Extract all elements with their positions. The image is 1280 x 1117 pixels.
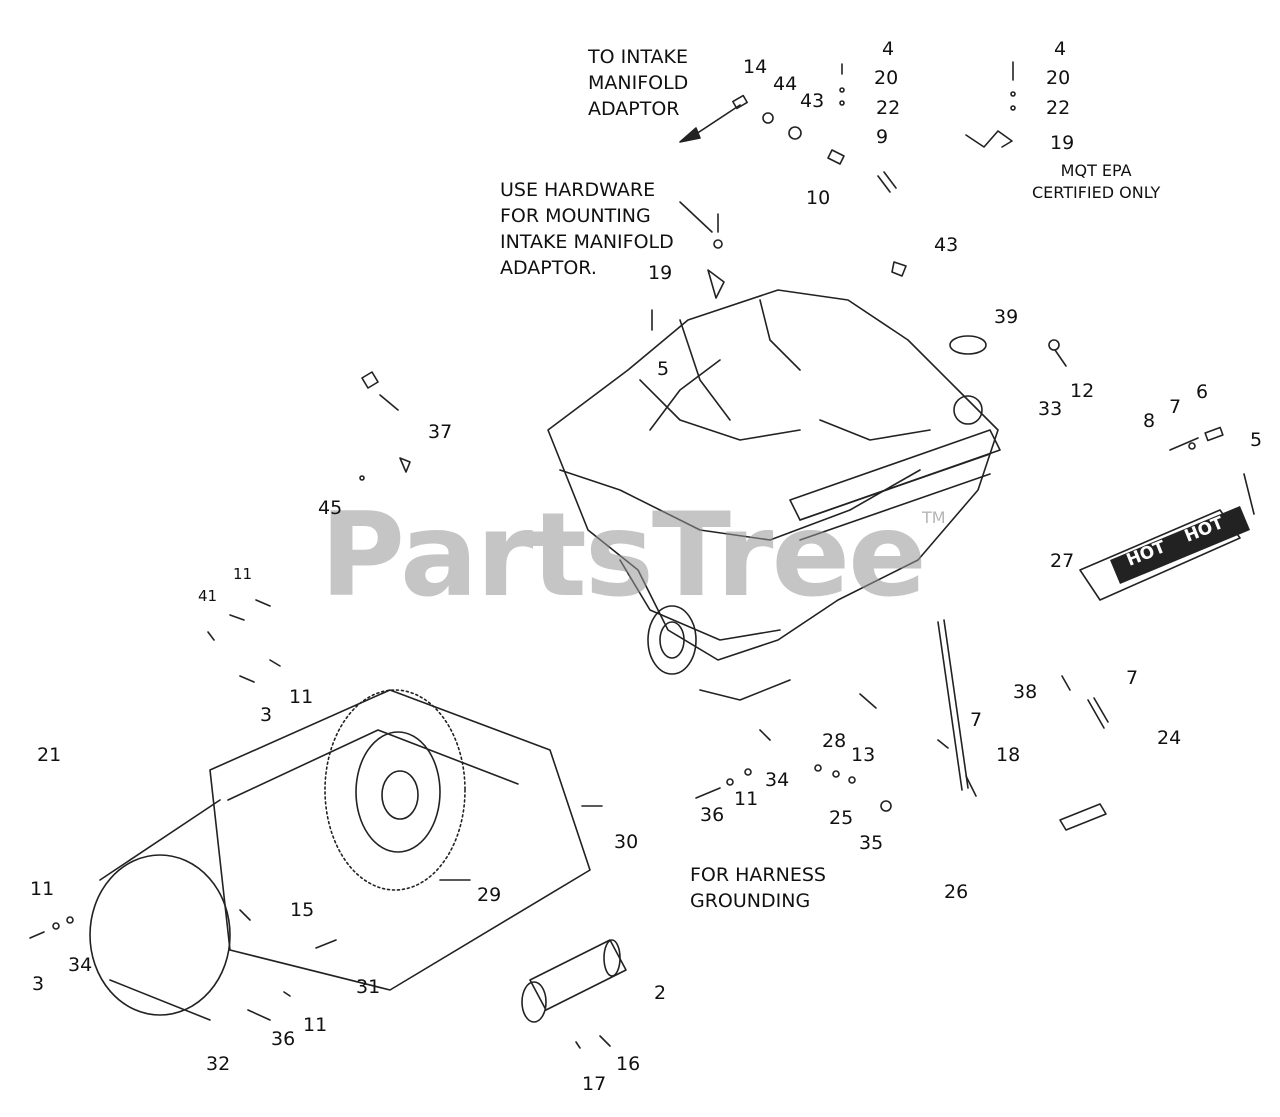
callout-15: 15 xyxy=(290,899,315,921)
shroud-rail xyxy=(789,395,1001,541)
callout-26: 26 xyxy=(944,881,969,903)
note-hardware-mounting: USE HARDWARE FOR MOUNTING INTAKE MANIFOL… xyxy=(500,179,674,279)
callout-38: 38 xyxy=(1013,681,1038,703)
callout-20: 20 xyxy=(874,67,899,89)
callout-31: 31 xyxy=(356,976,381,998)
note-intake-manifold: TO INTAKE MANIFOLD ADAPTOR xyxy=(588,46,689,120)
starter-motor xyxy=(521,939,627,1049)
callout-9: 9 xyxy=(876,126,889,148)
callout-17: 17 xyxy=(582,1073,607,1095)
callout-45: 45 xyxy=(318,497,343,519)
hardware-bolts-top xyxy=(732,61,1016,193)
callout-27: 27 xyxy=(1050,550,1075,572)
blower-housing xyxy=(89,689,591,1021)
callout-16: 16 xyxy=(616,1053,641,1075)
callout-34: 34 xyxy=(765,769,790,791)
callout-7: 7 xyxy=(1126,667,1139,689)
hardware-bolts-left xyxy=(651,201,1067,367)
callout-21: 21 xyxy=(37,744,62,766)
callout-12: 12 xyxy=(1070,380,1095,402)
callout-11: 11 xyxy=(303,1014,328,1036)
callout-28: 28 xyxy=(822,730,847,752)
harness-hardware xyxy=(581,693,892,812)
callout-24: 24 xyxy=(1157,727,1182,749)
dipstick-tube xyxy=(937,619,977,797)
callout-34: 34 xyxy=(68,954,93,976)
callout-39: 39 xyxy=(994,306,1019,328)
note-epa-certified: MQT EPA CERTIFIED ONLY xyxy=(1032,161,1161,202)
callout-7: 7 xyxy=(970,709,983,731)
callout-30: 30 xyxy=(614,831,639,853)
intake-arrow xyxy=(679,104,741,143)
callout-43: 43 xyxy=(934,234,959,256)
callout-36: 36 xyxy=(700,804,725,826)
callout-8: 8 xyxy=(1143,410,1156,432)
flywheel xyxy=(324,689,471,891)
hot-decal xyxy=(1110,506,1250,584)
callout-32: 32 xyxy=(206,1053,231,1075)
callout-35: 35 xyxy=(859,832,884,854)
callout-11: 11 xyxy=(289,686,314,708)
callout-11: 11 xyxy=(734,788,759,810)
callout-22: 22 xyxy=(1046,97,1071,119)
callout-37: 37 xyxy=(428,421,453,443)
callout-4: 4 xyxy=(1054,38,1067,60)
callout-13: 13 xyxy=(851,744,876,766)
callout-20: 20 xyxy=(1046,67,1071,89)
callout-29: 29 xyxy=(477,884,502,906)
callout-22: 22 xyxy=(876,97,901,119)
callout-3: 3 xyxy=(32,973,45,995)
callout-19: 19 xyxy=(648,262,673,284)
callout-18: 18 xyxy=(996,744,1021,766)
callout-5: 5 xyxy=(657,358,670,380)
callout-2: 2 xyxy=(654,982,667,1004)
callout-3: 3 xyxy=(260,704,273,726)
callout-11: 11 xyxy=(30,878,55,900)
engine-block xyxy=(547,289,999,701)
callout-4: 4 xyxy=(882,38,895,60)
callout-36: 36 xyxy=(271,1028,296,1050)
callout-11: 11 xyxy=(233,565,253,583)
muffler xyxy=(1059,426,1255,831)
callout-10: 10 xyxy=(806,187,831,209)
hardware-bolts-side xyxy=(29,371,411,1021)
callout-25: 25 xyxy=(829,807,854,829)
callout-43: 43 xyxy=(800,90,825,112)
callout-19: 19 xyxy=(1050,132,1075,154)
callout-14: 14 xyxy=(743,56,768,78)
callout-41: 41 xyxy=(198,587,218,605)
callout-33: 33 xyxy=(1038,398,1063,420)
note-harness-grounding: FOR HARNESS GROUNDING xyxy=(690,864,826,912)
callout-6: 6 xyxy=(1196,381,1209,403)
callout-7: 7 xyxy=(1169,396,1182,418)
callout-44: 44 xyxy=(773,73,798,95)
trademark-mark: TM xyxy=(922,508,946,527)
callout-5: 5 xyxy=(1250,429,1263,451)
